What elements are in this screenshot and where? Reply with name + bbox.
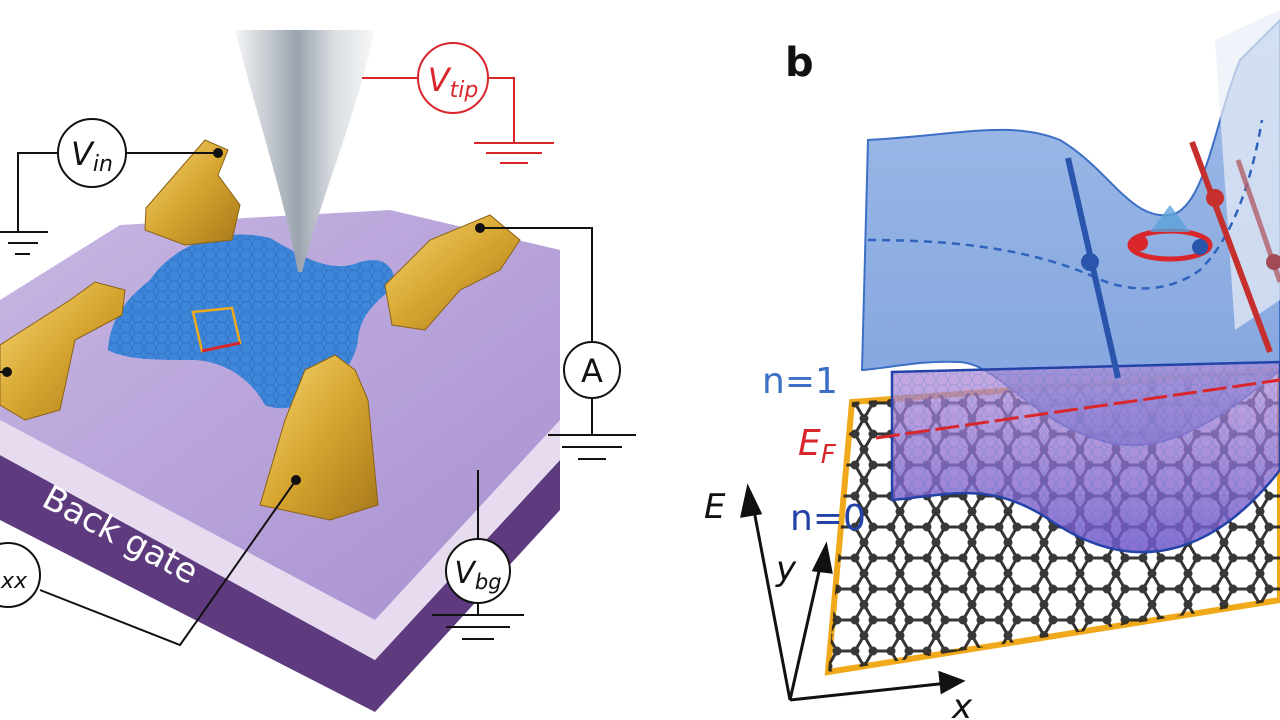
stm-tip xyxy=(235,30,375,272)
coordinate-axes xyxy=(740,483,966,702)
v-in-sub: in xyxy=(93,152,113,177)
fermi-level-line xyxy=(875,378,1280,440)
contact-right xyxy=(384,214,521,331)
circuit-wires xyxy=(0,152,593,647)
contact-top-left xyxy=(144,139,241,246)
contact-bottom xyxy=(259,354,379,521)
axis-x-label: x xyxy=(951,687,973,720)
axis-e-label: E xyxy=(704,487,726,527)
contact-left xyxy=(0,281,126,421)
v-bg-main: V xyxy=(454,556,477,591)
v-in-meter xyxy=(57,118,127,188)
back-gate-layer xyxy=(0,455,560,712)
svg-text:Vbg: Vbg xyxy=(454,556,501,594)
svg-text:Vin: Vin xyxy=(71,135,113,177)
v-tip-main: V xyxy=(428,61,452,99)
n0-label: n=0 xyxy=(790,498,866,539)
v-bg-meter xyxy=(445,538,511,604)
r-xx-meter xyxy=(0,542,41,608)
svg-text:Vtip: Vtip xyxy=(428,61,479,103)
terminal-dots xyxy=(2,148,485,485)
r-xx-sub: xx xyxy=(0,569,28,594)
svg-text:EF: EF xyxy=(798,423,837,470)
ef-sub: F xyxy=(821,440,837,470)
equipotential-contour xyxy=(867,119,1264,290)
v-tip-meter xyxy=(417,42,489,114)
v-in-main: V xyxy=(71,135,95,173)
n1-label: n=1 xyxy=(762,361,838,402)
band-diagram: b n=1 EF n=0 xyxy=(704,10,1280,720)
tip-circuit xyxy=(362,77,554,164)
red-rod xyxy=(1189,140,1273,354)
oxide-layer xyxy=(0,420,560,660)
device-schematic: Vtip Vin A Vbg xx Back gate xyxy=(0,30,636,712)
ammeter xyxy=(563,341,621,399)
ammeter-label: A xyxy=(581,352,603,390)
v-bg-sub: bg xyxy=(475,570,502,594)
v-tip-sub: tip xyxy=(450,78,479,103)
ef-main: E xyxy=(798,423,821,464)
panel-b-letter: b xyxy=(785,40,814,86)
gold-contacts xyxy=(0,139,521,521)
ground-symbols xyxy=(0,231,636,640)
axis-y-label: y xyxy=(775,549,797,589)
